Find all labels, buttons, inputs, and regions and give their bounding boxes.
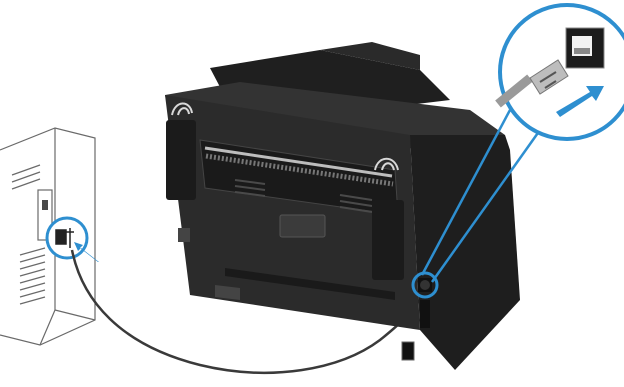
printer-rear-door-handle: [280, 215, 325, 237]
magnified-usb-port: [566, 28, 604, 68]
printer-side-panel: [410, 135, 520, 370]
printer-power-port: [402, 342, 414, 360]
printer: [165, 42, 520, 370]
